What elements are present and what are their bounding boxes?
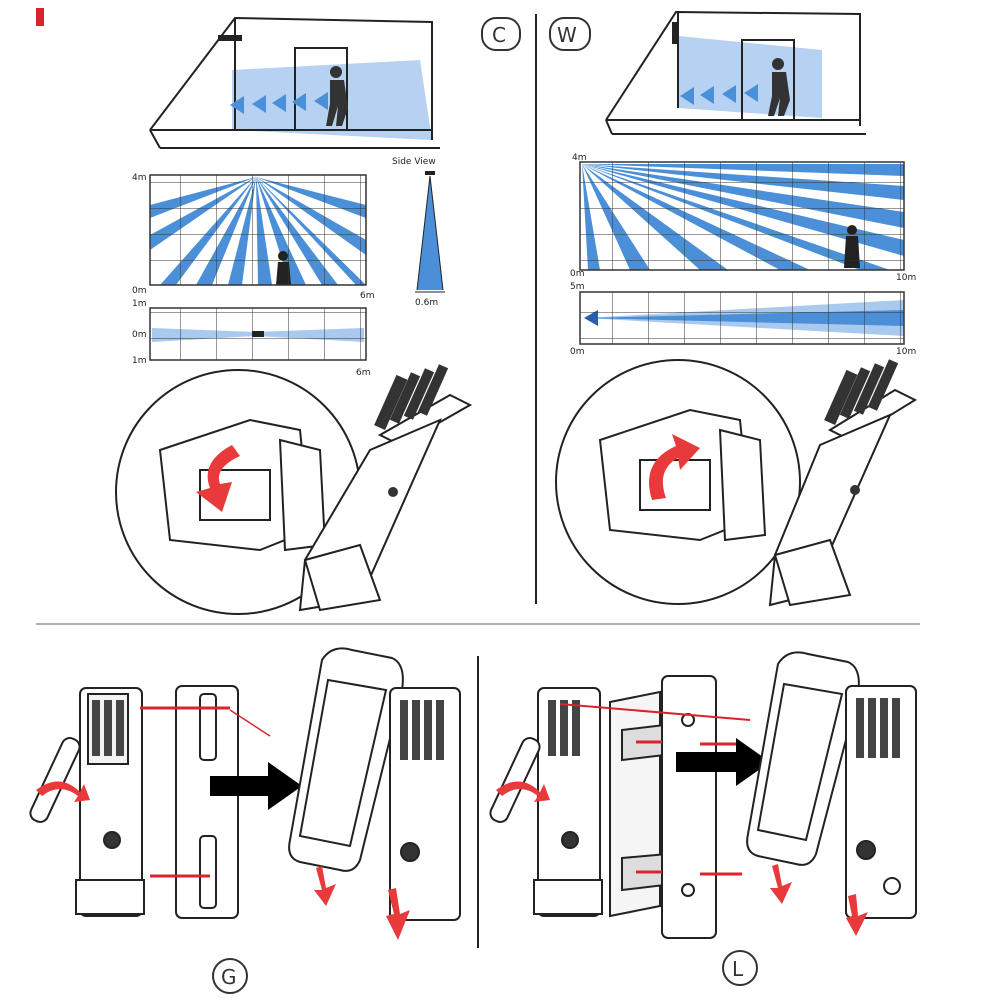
screwdriver-icon bbox=[29, 737, 81, 823]
strip-mid-label: 0m bbox=[132, 330, 147, 340]
ceiling-plan-top-label: 4m bbox=[132, 173, 147, 183]
lintel-mount-sequence bbox=[489, 651, 917, 939]
board-down-arrow-icon bbox=[846, 894, 868, 936]
wall-strip-right-label: 10m bbox=[896, 347, 916, 357]
wall-sensor-board bbox=[768, 359, 918, 607]
wall-mount-badge: W bbox=[549, 17, 591, 51]
strip-top-label: 1m bbox=[132, 299, 147, 309]
person-icon bbox=[326, 66, 348, 126]
ceiling-room-sketch bbox=[149, 16, 440, 149]
glass-mount-sequence bbox=[29, 647, 461, 940]
strip-bottom-label: 1m bbox=[132, 356, 147, 366]
svg-text:C: C bbox=[492, 23, 506, 47]
wall-strip-bottom-label: 0m bbox=[570, 347, 585, 357]
cover-screw-arrow-icon bbox=[770, 864, 792, 904]
ceiling-mount-badge: C bbox=[481, 17, 521, 51]
wall-zoom-detail bbox=[555, 359, 801, 605]
rotate-down-arrow-icon bbox=[196, 445, 240, 512]
wall-plan-right-label: 10m bbox=[896, 273, 916, 283]
cover-screw-arrow-icon bbox=[314, 866, 336, 906]
wall-strip-grid: 5m 0m 10m bbox=[570, 282, 916, 357]
glass-mount-badge: G bbox=[212, 958, 248, 994]
svg-text:W: W bbox=[557, 23, 577, 47]
ceiling-strip-grid: 1m 0m 1m 6m bbox=[132, 299, 371, 378]
side-width-label: 0.6m bbox=[415, 298, 438, 308]
person-icon bbox=[768, 58, 790, 116]
board-down-arrow-icon bbox=[386, 888, 410, 940]
wall-plan-bottom-label: 0m bbox=[570, 269, 585, 279]
wall-strip-top-label: 5m bbox=[570, 282, 585, 292]
red-marker bbox=[36, 8, 44, 26]
step-arrow-icon bbox=[210, 762, 302, 810]
ceiling-plan-bottom-label: 0m bbox=[132, 286, 147, 296]
rotate-up-arrow-icon bbox=[649, 434, 700, 500]
ceiling-sensor-board bbox=[298, 364, 473, 612]
twist-arrow-icon bbox=[36, 781, 90, 802]
step-arrow-icon bbox=[676, 738, 770, 786]
wall-plan-top-label: 4m bbox=[572, 153, 587, 163]
strip-right-label: 6m bbox=[356, 368, 371, 378]
screwdriver-icon bbox=[489, 737, 541, 823]
lintel-mount-badge: L bbox=[722, 950, 758, 986]
ceiling-plan-right-label: 6m bbox=[360, 291, 375, 301]
side-view-label: Side View bbox=[392, 157, 436, 167]
wall-room-sketch bbox=[605, 10, 866, 135]
ceiling-plan-grid: 4m 0m 6m bbox=[132, 173, 375, 301]
ceiling-zoom-detail bbox=[115, 369, 361, 615]
svg-text:L: L bbox=[732, 957, 744, 981]
svg-text:G: G bbox=[221, 965, 237, 989]
ceiling-side-view: Side View 0.6m bbox=[392, 157, 445, 308]
twist-arrow-icon bbox=[496, 781, 550, 802]
wall-plan-grid: 4m 0m 10m bbox=[570, 153, 916, 283]
